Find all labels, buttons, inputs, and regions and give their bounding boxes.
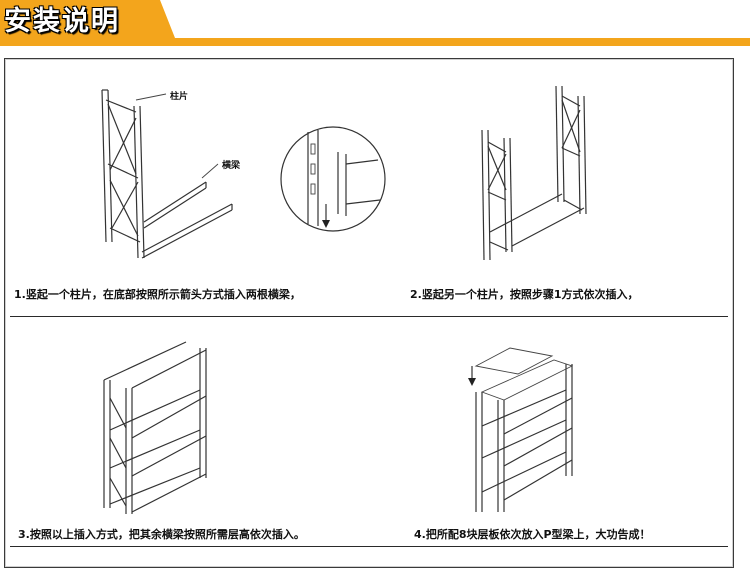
step2-caption: 2.竖起另一个柱片，按照步骤1方式依次插入， (410, 288, 639, 301)
step1-caption: 1.竖起一个柱片，在底部按照所示箭头方式插入两根横梁， (14, 288, 301, 301)
step1-detail-diagram (280, 126, 386, 232)
step1-diagram (101, 89, 233, 259)
step-divider-bottom (10, 546, 728, 547)
step3-caption: 3.按照以上插入方式，把其余横梁按照所需层高依次插入。 (18, 528, 305, 541)
upright-label: 柱片 (170, 92, 189, 102)
header-background (0, 0, 750, 46)
beam-label: 横梁 (222, 161, 241, 171)
step4-diagram (468, 347, 574, 512)
step3-diagram (103, 341, 207, 514)
step-divider-top (10, 316, 728, 317)
instruction-panel (4, 58, 734, 568)
page-title: 安装说明 (4, 6, 120, 37)
step4-caption: 4.把所配8块层板依次放入P型梁上，大功告成！ (414, 528, 651, 541)
header-bar: 安装说明 (0, 0, 750, 46)
step2-diagram (481, 85, 587, 261)
